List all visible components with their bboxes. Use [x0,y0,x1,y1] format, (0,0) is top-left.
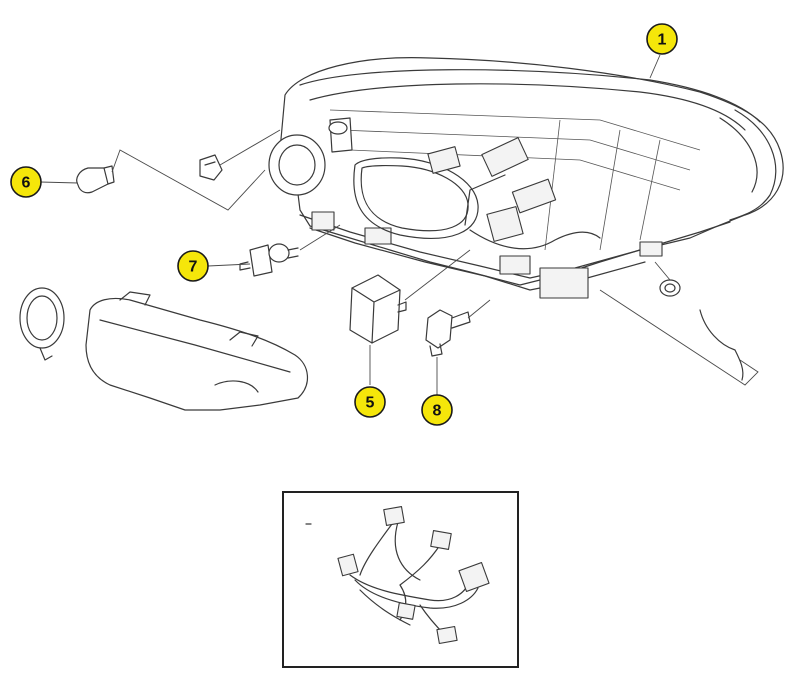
retaining-clip [199,154,223,181]
part-7-callout-leader [207,263,251,267]
wiring-harness-inset [282,491,519,668]
part-6-leader-line [111,149,266,211]
side-wire [699,309,744,381]
part-8-leader-line [467,299,491,319]
part-1-leader-line [649,54,661,79]
callout-5: 5 [354,386,386,418]
svg-text:6: 6 [22,175,31,192]
svg-text:1: 1 [658,32,667,49]
part-7-bulb-socket [239,243,299,277]
callout-1: 1 [646,23,678,55]
callout-6: 6 [10,166,42,198]
svg-text:8: 8 [433,403,442,420]
svg-text:5: 5 [366,395,375,412]
wiring-harness [305,506,490,645]
side-marker-socket [659,279,681,297]
part-6-wedge-bulb [76,165,115,194]
side-socket-leader [654,261,671,281]
headlamp-housing [268,57,784,299]
callout-7: 7 [177,250,209,282]
clip-leader-line [219,129,281,166]
part-6-callout-leader [39,181,79,184]
reflector-ring [19,287,65,361]
side-wire-leader [599,289,759,386]
rear-cover [85,291,308,411]
part-7-leader-line [299,224,341,251]
svg-text:7: 7 [189,259,198,276]
callout-8: 8 [421,394,453,426]
part-5-leader-line [404,249,471,301]
part-8-main-bulb [425,309,471,357]
part-5-control-module [349,274,407,344]
